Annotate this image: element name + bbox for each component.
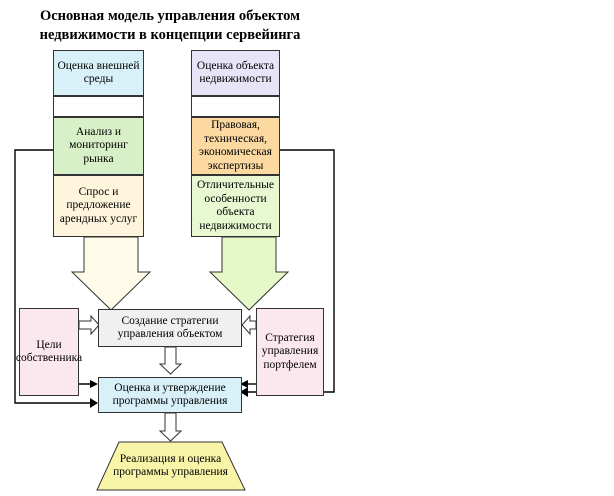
- property-connector-row: [191, 96, 280, 117]
- rental-demand-box: Спрос и предложение арендных услуг: [53, 175, 144, 237]
- right-down-arrow: [208, 236, 290, 311]
- left-down-arrow: [70, 236, 152, 311]
- property-assessment-box: Оценка объекта недвижимости: [191, 50, 280, 96]
- diagram-title: Основная модель управления объектом недв…: [0, 7, 340, 45]
- program-approval-box: Оценка и утверждение программы управлени…: [98, 377, 242, 413]
- hollow-arrow-portfolio-to-strategy: [241, 314, 257, 336]
- hollow-arrow-program-to-implementation: [158, 412, 183, 442]
- market-analysis-box: Анализ и мониторинг рынка: [53, 117, 144, 175]
- implementation-shape: [96, 441, 246, 491]
- property-features-box: Отличительные особенности объекта недвиж…: [191, 175, 280, 237]
- portfolio-strategy-box: Стратегия управления портфелем: [256, 308, 324, 396]
- implementation-label: Реализация и оценка программы управления: [113, 452, 228, 479]
- title-line-1: Основная модель управления объектом: [39, 8, 301, 24]
- owner-goals-box: Цели собственника: [16, 308, 82, 396]
- external-connector-row: [53, 96, 144, 117]
- hollow-arrow-strategy-to-program: [158, 346, 183, 375]
- left-feedback-line: [14, 149, 98, 408]
- title-line-2: недвижимости в концепции сервейинга: [39, 27, 301, 43]
- strategy-creation-box: Создание стратегии управления объектом: [98, 309, 242, 347]
- expert-review-box: Правовая, техническая, экономическая экс…: [191, 117, 280, 175]
- hollow-arrow-owner-to-strategy: [78, 314, 100, 336]
- external-assessment-box: Оценка внешней среды: [53, 50, 144, 96]
